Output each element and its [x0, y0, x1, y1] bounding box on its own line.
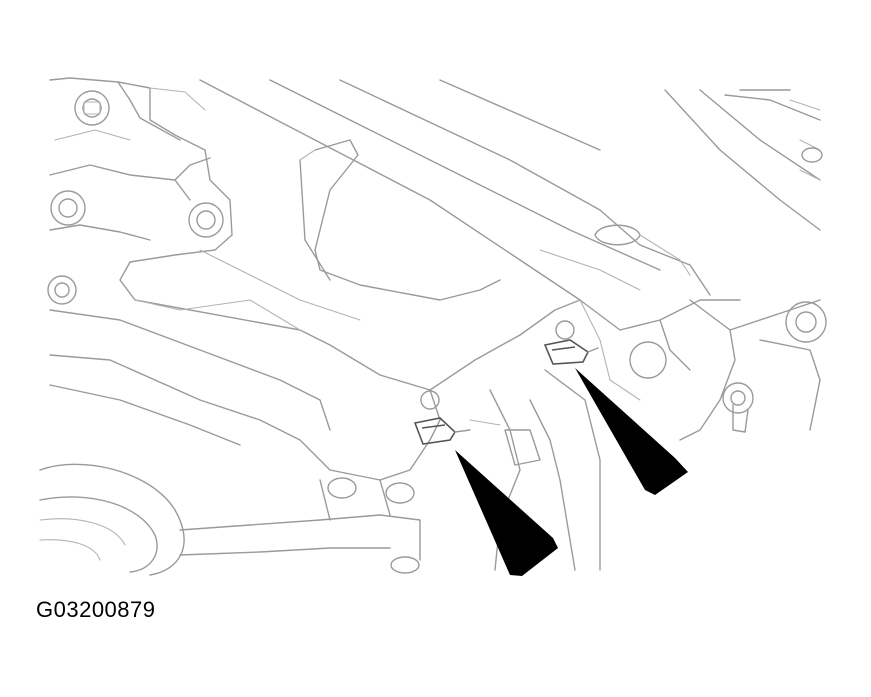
bolt-upper-right: [801, 147, 823, 163]
bolt-upper-left-2: [50, 190, 86, 226]
bolt-left-edge: [47, 275, 77, 305]
housing-lines: [199, 79, 741, 331]
upper-right-ribs: [664, 89, 821, 231]
arrow-upper-clip: [575, 368, 688, 495]
bolt-upper-left-3: [188, 202, 224, 238]
pulley: [39, 463, 185, 576]
bolt-upper-left-1: [74, 90, 110, 126]
retaining-clip-upper: [543, 320, 599, 365]
cover-raised-boss: [299, 139, 501, 301]
right-side-housing: [579, 299, 827, 441]
figure-id-label: G03200879: [36, 597, 156, 622]
lower-bracket: [179, 477, 421, 574]
retaining-clip-lower: [413, 390, 471, 445]
cover-body: [49, 249, 581, 481]
bolt-center-top: [594, 224, 691, 276]
upper-left-bracket: [49, 77, 233, 263]
arrow-lower-clip: [455, 450, 558, 576]
